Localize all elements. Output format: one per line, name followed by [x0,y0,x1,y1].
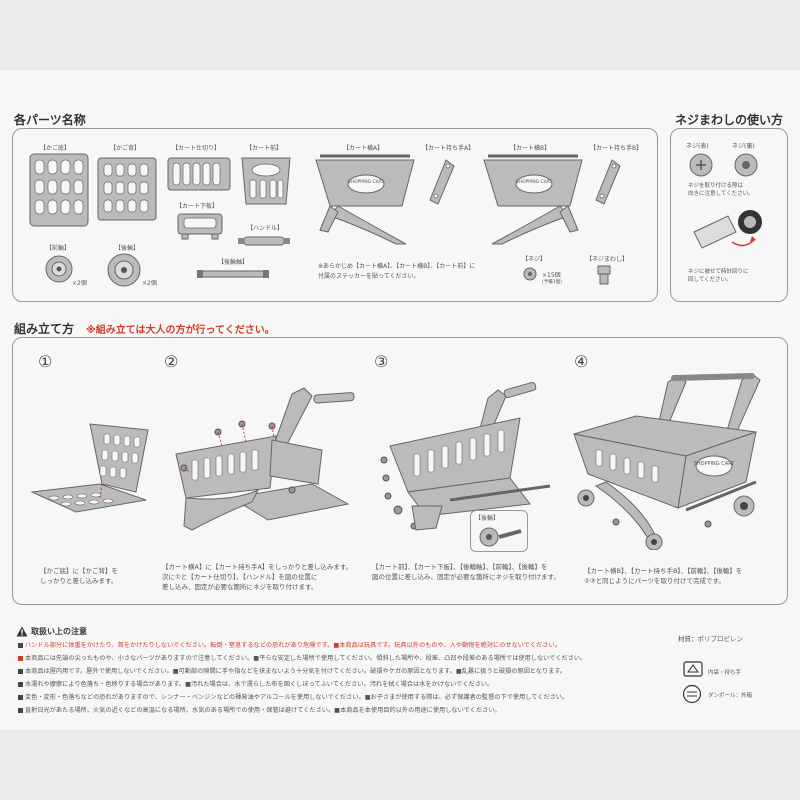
step-2-caption: 【カート横A】に【カート持ち手A】をしっかりと差し込みます。 次に①と【カート仕… [162,563,353,591]
step-3-illustration [380,381,551,531]
caution-line-6: 直射日光があたる場所、火気の近くなどの高温になる場所、水気のある場所での使用・保… [18,706,658,715]
step-3-caption: 【カート前】、【カート下板】、【後輪軸】、【前輪】、【後輪】を 図の位置に差し込… [372,563,560,581]
neji-spare: (予備1個) [542,280,562,285]
screwdriver-panel [670,128,788,302]
assembly-section-title: 組み立て方 [14,322,75,336]
caution-line-4: 水濡れや摩擦により色落ち・色移りする場合があります。■汚れた場合は、水で濡らした… [18,680,658,689]
kourin-qty: ×2個 [142,280,157,287]
part-label-neji: 【ネジ】 [522,256,547,263]
step-3-inset-label: 【後輪】 [475,515,500,522]
part-label-cart-mae: 【カート前】 [246,145,283,152]
sticker-note: ※あらかじめ【カート横A】、【カート横B】、【カート前】に 付属のステッカーを貼… [318,263,476,280]
zenrin-part [45,255,73,283]
part-label-kagose: 【かご背】 [110,145,141,152]
step-3-inset-wheel [479,527,522,547]
step-2-number: ② [164,352,179,371]
nejimawashi-part [597,265,611,285]
cart-shikiri-part [167,157,231,191]
step-3-inset: 【後輪】 [470,510,528,552]
part-label-sharin-jiku: 【後輪軸】 [218,259,249,266]
cart-mochite-b-part [595,159,621,205]
cart-yoko-a-sticker-text: SHOPPING CART [348,179,385,185]
step-3-number: ③ [374,352,389,371]
cart-yoko-b-part: SHOPPING CART [483,154,583,245]
recycle-pla-icon [683,661,703,677]
screwdriver-instruction-2: ネジに被せて時計回りに 回してください。 [688,269,749,283]
part-label-nejimawashi: 【ネジまわし】 [586,256,629,263]
cart-mae-part [241,157,291,205]
neji-part [523,267,537,281]
part-label-cart-mochite-b: 【カート持ち手B】 [590,145,643,152]
warning-triangle-icon [16,626,28,637]
cart-yoko-b-sticker-text: SHOPPING CART [516,179,553,185]
screwdriver-instruction-1: ネジを取り付ける際は 向きに注意してください。 [688,183,754,197]
recycle-label-2: ダンボール：外箱 [708,693,753,699]
zenrin-qty: ×2個 [72,280,87,287]
kagose-part [97,157,157,221]
neji-omote-label: ネジ(表) [686,143,709,150]
screwdriver-section-title: ネジまわしの使い方 [675,113,784,127]
assembly-warning: ※組み立ては大人の方が行ってください。 [86,325,275,336]
assembly-panel [12,337,788,605]
cart-mochite-a-part [429,159,455,205]
recycle-paper-icon [682,684,702,704]
neji-ura-label: ネジ(裏) [732,143,755,150]
kagozoko-part [29,153,89,227]
step-1-illustration [30,423,149,513]
step-4-sticker-text: SHOPPING CART [694,461,736,467]
cart-shitaita-part [177,213,223,240]
recycle-label-1: 内袋・持ち手 [708,670,742,676]
parts-panel [12,128,658,302]
caution-line-2: 本商品には先端の尖ったものや、小さなパーツがありますので注意してください。■平ら… [18,654,658,663]
part-label-cart-shikiri: 【カート仕切り】 [172,145,221,152]
step-2-illustration [175,387,355,531]
kourin-part [107,253,141,287]
parts-section-title: 各パーツ名称 [14,113,86,127]
part-label-kagozoko: 【かご底】 [40,145,71,152]
sharin-jiku-part [197,270,269,278]
handle-part [238,236,290,246]
screwdriver-usage-icon [693,210,762,249]
part-label-zenrin: 【前輪】 [46,245,71,252]
part-label-kourin: 【後輪】 [115,245,140,252]
caution-title: 取扱い上の注意 [31,627,87,636]
step-4-illustration: SHOPPING CART [573,373,761,550]
cart-yoko-a-part: SHOPPING CART [315,154,415,245]
step-1-caption: 【かご底】に【かご背】を しっかりと差し込みます。 [40,567,118,585]
caution-line-5: 変色・変形・色落ちなどの恐れがありますので、シンナー・ベンジンなどの揮発油やアル… [18,693,658,702]
part-label-cart-yoko-b: 【カート横B】 [510,145,551,152]
step-4-caption: 【カート横B】、【カート持ち手B】、【前輪】、【後輪】を ②③と同じようにパーツ… [584,567,743,585]
part-label-cart-shitaita: 【カート下板】 [176,203,219,210]
part-label-handle: 【ハンドル】 [247,225,284,232]
part-label-cart-mochite-a: 【カート持ち手A】 [422,145,475,152]
step-1-number: ① [38,352,53,371]
material-label: 材質：ポリプロピレン [678,635,743,643]
neji-front-back-icon [689,153,758,177]
part-label-cart-yoko-a: 【カート横A】 [343,145,384,152]
neji-qty: ×15個 [542,272,561,279]
caution-line-1: ハンドル部分に体重をかけたり、首をかけたりしないでください。転倒・窒息するなどの… [18,641,658,650]
step-4-number: ④ [574,352,589,371]
caution-line-3: 本商品は屋内用です。屋外で使用しないでください。■可動部の隙間に手や指などを挟ま… [18,667,658,676]
